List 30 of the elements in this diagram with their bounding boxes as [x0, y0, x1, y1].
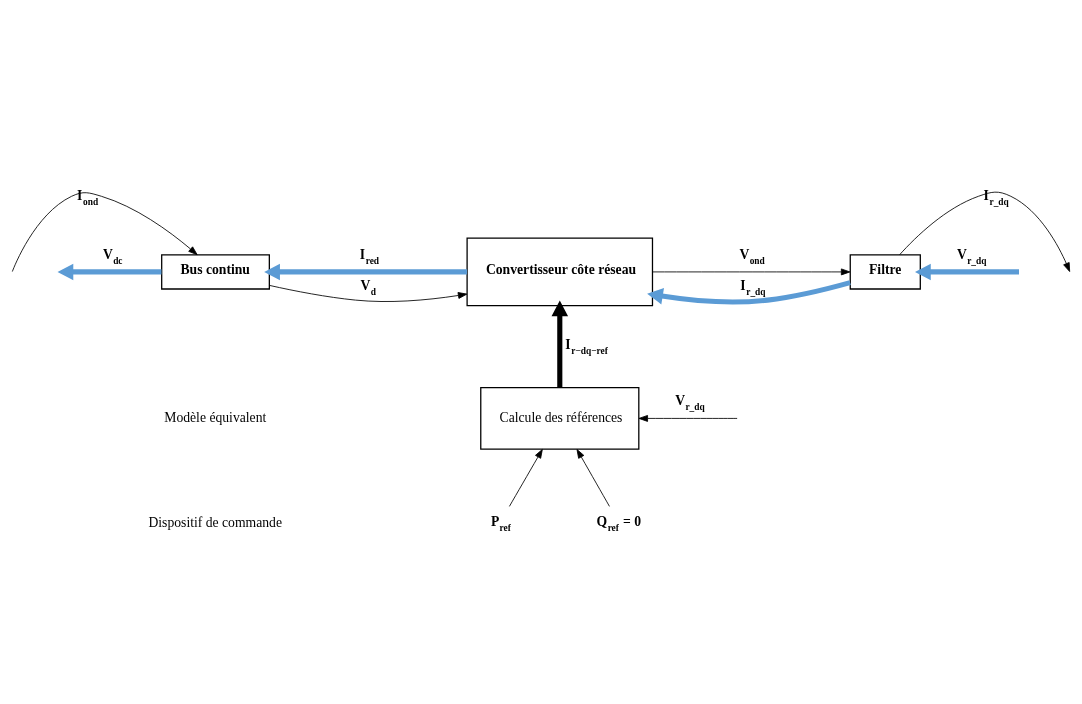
node-box: Convertisseur côte réseau [466, 237, 654, 307]
edge-label: V$_{r_dq}$ [675, 393, 705, 413]
edge-label: V$_{d}$ [360, 277, 376, 297]
edge-label: V$_{ond}$ [739, 246, 765, 266]
arrow [638, 415, 738, 422]
edge-label: V$_{dc}$ [102, 246, 123, 266]
edge-label: I$_{r_dq}$ [983, 187, 1009, 207]
arrow [264, 263, 468, 281]
edge-label: I$_{r_dq}$ [740, 277, 766, 297]
edge-label: V$_{r_dq}$ [956, 246, 987, 266]
arrow [11, 192, 198, 272]
node-box: Calcule des références [480, 387, 640, 450]
edge-label: I$_{red}$ [359, 246, 380, 266]
node-text: Q$_{ref}$ = 0 [596, 513, 642, 533]
label: Modèle équivalent [164, 409, 267, 425]
node-box: Bus continu [161, 254, 270, 290]
arrow [652, 268, 851, 276]
arrow [269, 285, 468, 302]
arrow [899, 191, 1071, 272]
edge-label: I$_{ond}$ [77, 187, 99, 207]
node-text: P$_{ref}$ [491, 513, 511, 533]
arrow [915, 263, 1019, 281]
arrow [509, 449, 543, 507]
label: Dispositif de commande [148, 514, 282, 530]
node-box: Filtre [849, 254, 921, 290]
arrow [551, 300, 569, 388]
arrow [57, 263, 162, 281]
edge-label: I$_{r−dq−ref}$ [565, 337, 608, 357]
arrow [647, 280, 851, 305]
arrow [576, 449, 610, 507]
